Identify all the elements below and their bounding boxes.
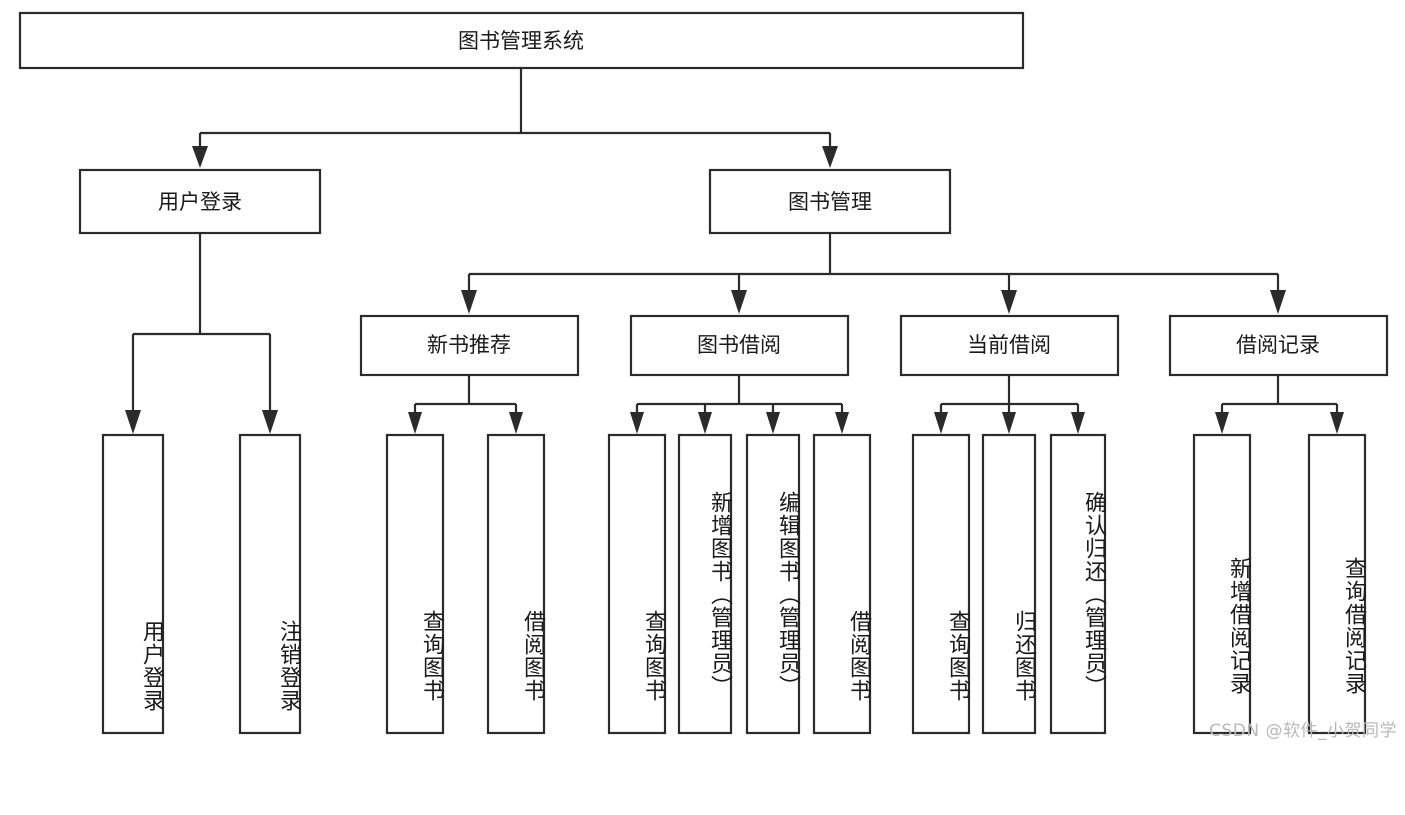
csdn-watermark: CSDN @软件_小贺同学 bbox=[1209, 721, 1397, 741]
new-book-recommend-box[interactable] bbox=[359, 314, 580, 377]
connector-book-borrow-to-leaves bbox=[630, 375, 849, 434]
leaf-box-query-record[interactable] bbox=[1307, 433, 1367, 735]
book-manage-label: 图书管理 bbox=[788, 190, 872, 214]
connector-root-to-level2 bbox=[192, 68, 838, 168]
leaf-box-return-book[interactable] bbox=[981, 433, 1037, 735]
arrow-to-leaf-return-book bbox=[1002, 412, 1016, 434]
arrow-to-current-borrow bbox=[1001, 290, 1017, 314]
new-book-recommend-label: 新书推荐 bbox=[427, 333, 511, 357]
leaf-box-query-book-3[interactable] bbox=[911, 433, 971, 735]
user-login-box[interactable] bbox=[78, 168, 322, 235]
arrow-to-book-borrow bbox=[731, 290, 747, 314]
current-borrow-label: 当前借阅 bbox=[967, 333, 1051, 357]
connector-current-borrow-to-leaves bbox=[934, 375, 1085, 434]
arrow-to-new-book-recommend bbox=[461, 290, 477, 314]
arrow-to-leaf-borrow-book-2 bbox=[835, 412, 849, 434]
node-new-book-recommend[interactable]: 新书推荐 bbox=[359, 314, 580, 377]
arrow-to-leaf-borrow-book-1 bbox=[509, 412, 523, 434]
borrow-record-label: 借阅记录 bbox=[1236, 333, 1320, 357]
arrow-to-leaf-add-record bbox=[1215, 412, 1229, 434]
arrow-to-leaf-user-login bbox=[125, 410, 141, 434]
leaf-box-add-book[interactable] bbox=[677, 433, 733, 735]
arrow-to-leaf-query-record bbox=[1330, 412, 1344, 434]
arrow-to-leaf-query-book-2 bbox=[630, 412, 644, 434]
connector-user-login-to-leaves bbox=[125, 233, 278, 434]
arrow-to-borrow-record bbox=[1270, 290, 1286, 314]
node-book-manage[interactable]: 图书管理 bbox=[708, 168, 952, 235]
arrow-to-leaf-confirm-return bbox=[1071, 412, 1085, 434]
leaf-box-confirm-return[interactable] bbox=[1049, 433, 1107, 735]
arrow-to-leaf-user-logout bbox=[262, 410, 278, 434]
arrow-to-leaf-query-book-3 bbox=[934, 412, 948, 434]
function-structure-diagram: 图书管理系统 用户登录 图书管理 bbox=[18, 11, 1397, 741]
node-root[interactable]: 图书管理系统 bbox=[18, 11, 1025, 70]
connector-new-book-recommend-to-leaves bbox=[408, 375, 523, 434]
leaf-box-user-logout[interactable] bbox=[238, 433, 302, 735]
arrow-to-leaf-add-book bbox=[698, 412, 712, 434]
arrow-to-leaf-query-book-1 bbox=[408, 412, 422, 434]
leaf-box-borrow-book-2[interactable] bbox=[812, 433, 872, 735]
leaf-box-user-login[interactable] bbox=[101, 433, 165, 735]
arrow-to-book-manage bbox=[822, 146, 838, 168]
book-borrow-label: 图书借阅 bbox=[697, 333, 781, 357]
node-borrow-record[interactable]: 借阅记录 bbox=[1168, 314, 1389, 377]
arrow-to-leaf-edit-book bbox=[766, 412, 780, 434]
leaf-box-query-book-1[interactable] bbox=[385, 433, 445, 735]
leaf-box-borrow-book-1[interactable] bbox=[486, 433, 546, 735]
node-book-borrow[interactable]: 图书借阅 bbox=[629, 314, 850, 377]
arrow-to-user-login bbox=[192, 146, 208, 168]
leaf-boxes bbox=[101, 433, 1367, 735]
tree-connector-canvas: 图书管理系统 用户登录 图书管理 bbox=[18, 11, 1389, 735]
connector-book-manage-to-level3 bbox=[461, 233, 1286, 314]
root-label: 图书管理系统 bbox=[458, 29, 584, 53]
leaf-box-edit-book[interactable] bbox=[745, 433, 801, 735]
leaf-box-add-record[interactable] bbox=[1192, 433, 1252, 735]
connector-borrow-record-to-leaves bbox=[1215, 375, 1344, 434]
user-login-label: 用户登录 bbox=[158, 190, 242, 214]
node-user-login[interactable]: 用户登录 bbox=[78, 168, 322, 235]
current-borrow-box[interactable] bbox=[899, 314, 1120, 377]
leaf-box-query-book-2[interactable] bbox=[607, 433, 667, 735]
node-current-borrow[interactable]: 当前借阅 bbox=[899, 314, 1120, 377]
root-box[interactable] bbox=[18, 11, 1025, 70]
